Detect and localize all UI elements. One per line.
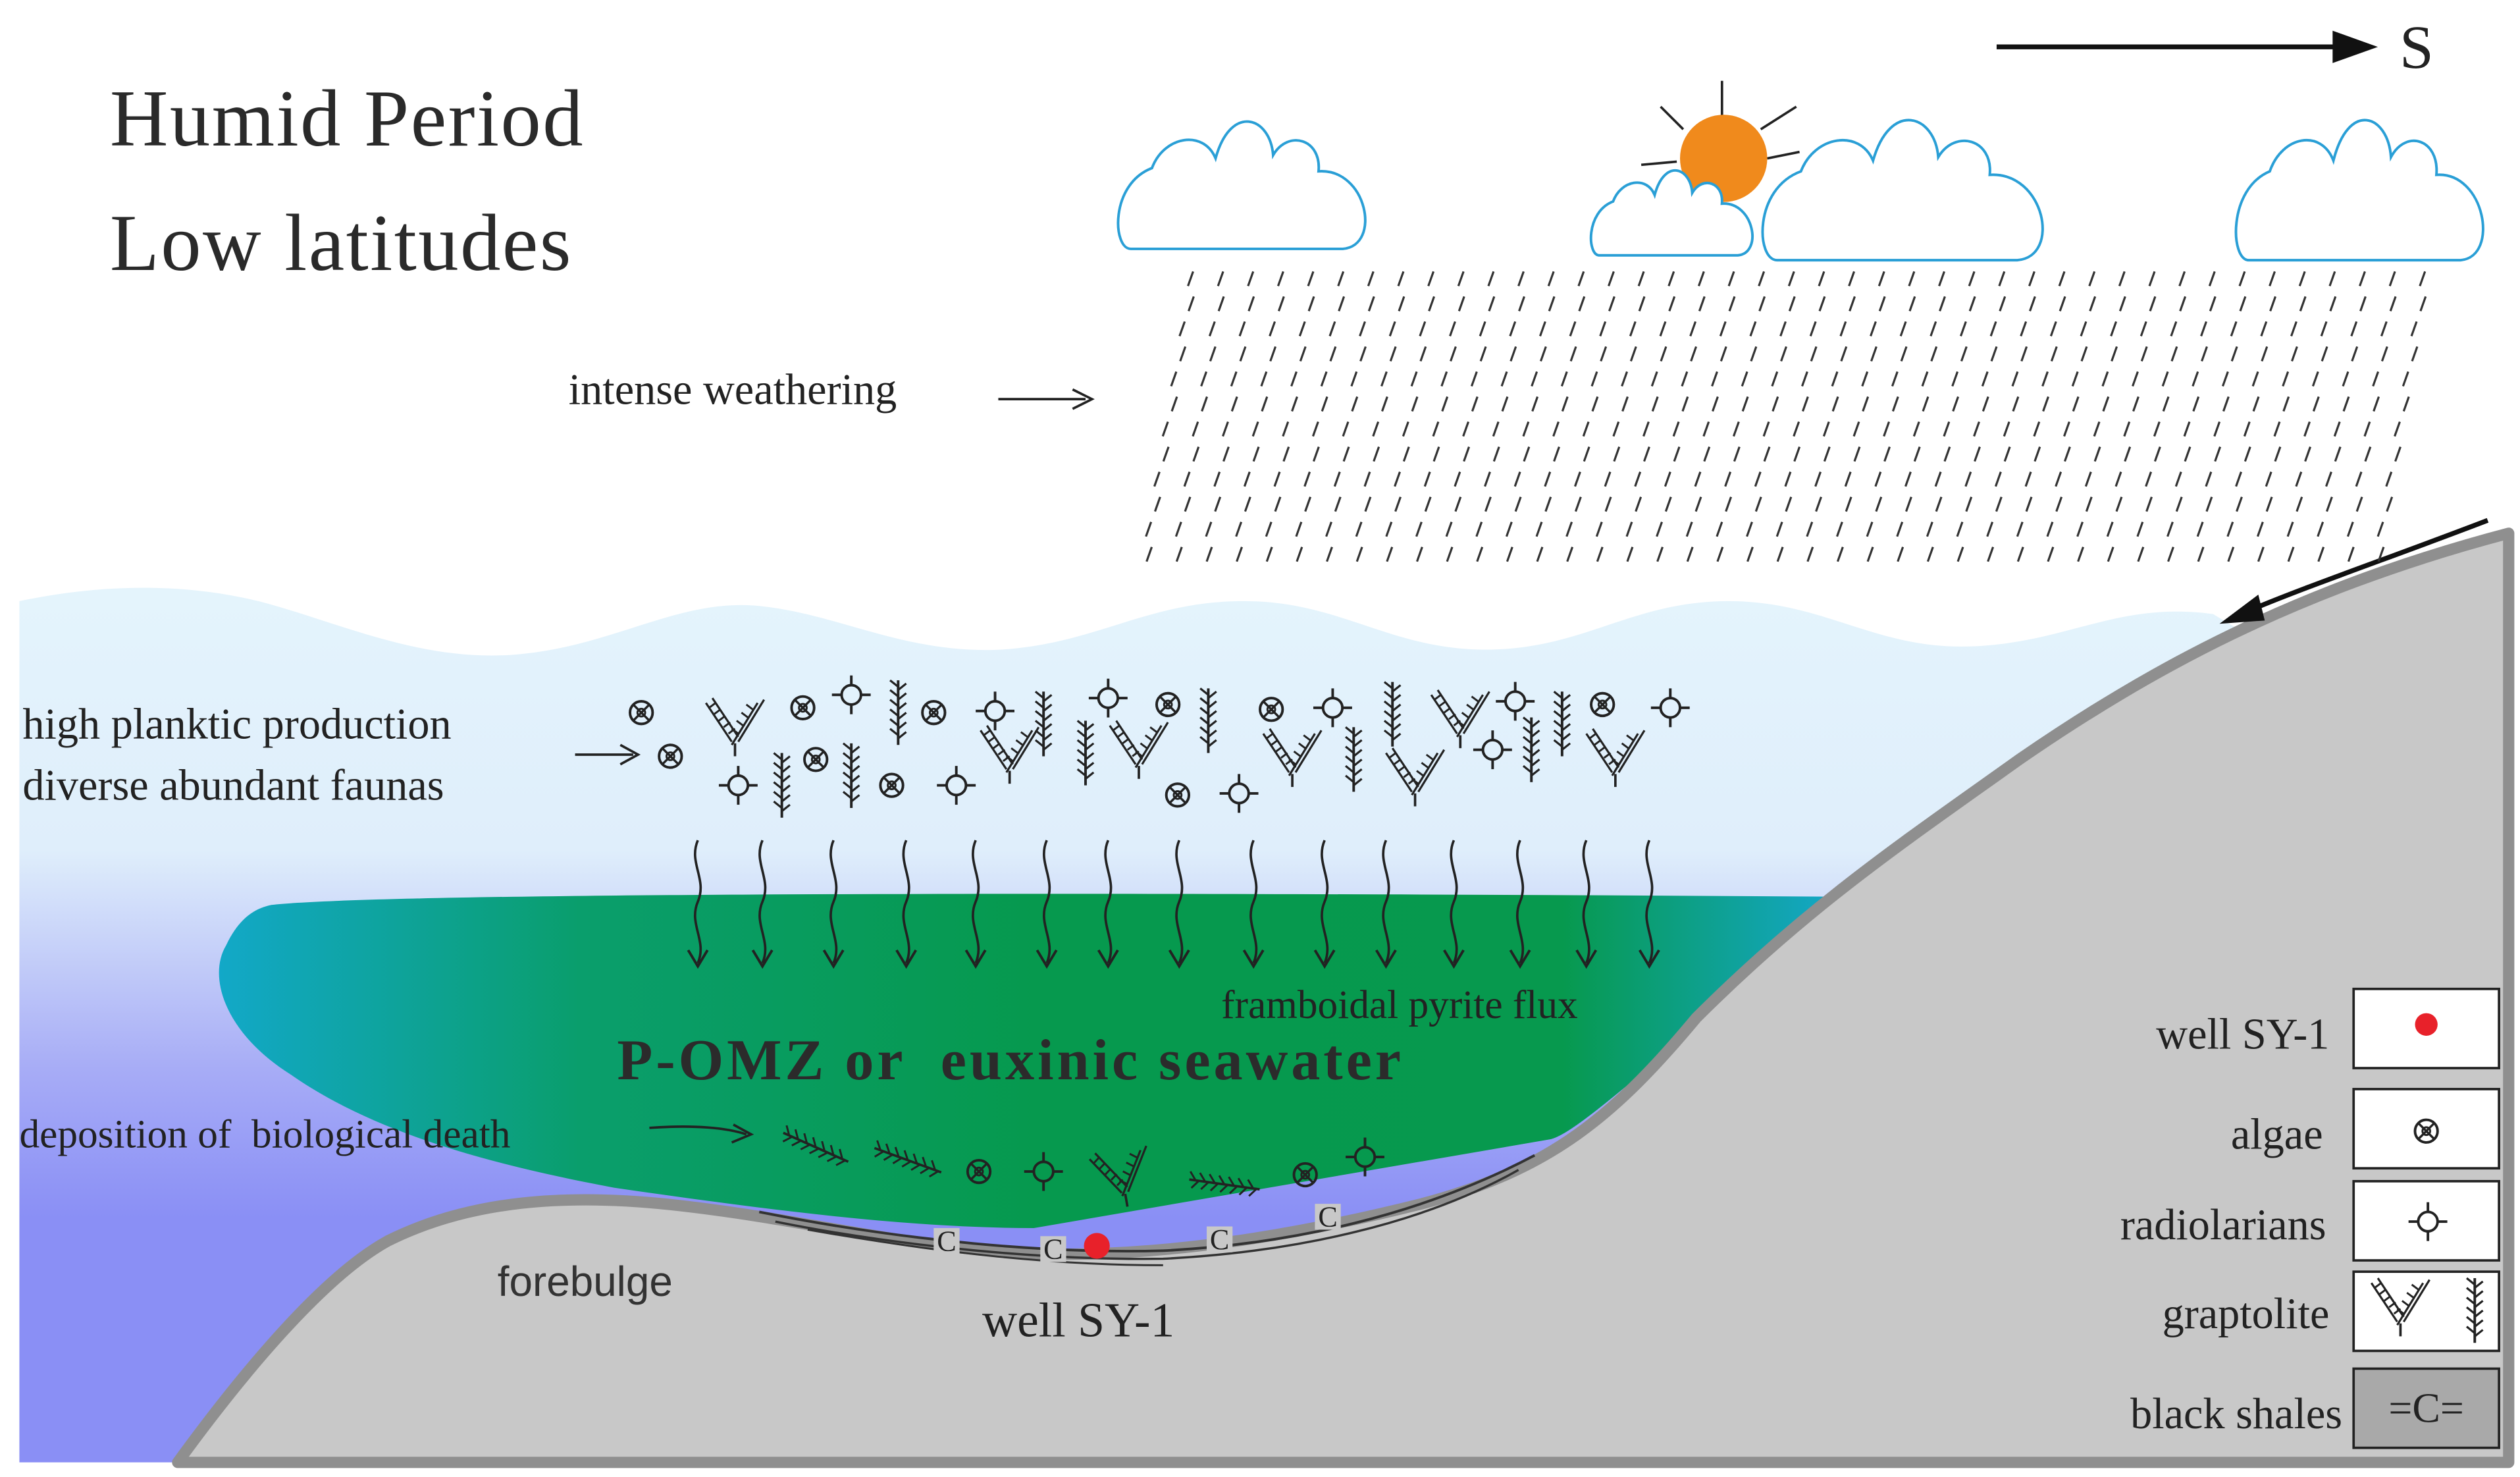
deposition-arrow [649, 1123, 754, 1144]
cloud-icon [1761, 119, 2044, 262]
compass-label: S [2400, 14, 2434, 82]
omz-water-body [219, 894, 1858, 1228]
pyrite-flux-label: framboidal pyrite flux [1221, 982, 1578, 1027]
deposition-label: deposition of biological death [19, 1112, 510, 1156]
black-shale-symbol: C [1318, 1201, 1337, 1233]
title-line-1: Humid Period [110, 74, 585, 163]
sun-icon [1641, 80, 1800, 202]
black-shale-symbol: C [1210, 1223, 1229, 1256]
weathering-label: intense weathering [569, 366, 897, 414]
south-arrow [1996, 30, 2378, 63]
legend-graptolite-label: graptolite [2163, 1290, 2330, 1338]
black-shale-symbol: C [937, 1225, 956, 1257]
legend-algae-box [2352, 1088, 2500, 1170]
well-marker[interactable] [1084, 1233, 1110, 1259]
title-line-2: Low latitudes [110, 198, 573, 288]
black-shale-symbol: C [1043, 1233, 1063, 1266]
production-label: high planktic production [22, 700, 451, 748]
production-arrow [575, 743, 641, 766]
rain-streaks [1145, 271, 2427, 562]
legend-black-shales-label: black shales [2130, 1390, 2342, 1438]
legend-algae-label: algae [2231, 1111, 2323, 1159]
clouds-front [1589, 169, 1754, 257]
legend-black-shales-box [2352, 1367, 2500, 1449]
cloud-icon [1589, 169, 1754, 257]
legend-black-shales-symbol: =C= [2388, 1384, 2464, 1431]
cloud-icon [2234, 119, 2484, 262]
weathering-arrow [998, 388, 1095, 410]
forebulge-label: forebulge [498, 1258, 673, 1305]
well-label: well SY-1 [982, 1293, 1174, 1347]
clouds [1116, 119, 2484, 262]
legend-radiolarians-box [2352, 1179, 2500, 1262]
legend: well SY-1 algae radiolarians graptolite … [2120, 987, 2500, 1449]
legend-radiolarians-label: radiolarians [2120, 1201, 2326, 1249]
omz-label: P-OMZ or euxinic seawater [617, 1028, 1404, 1092]
black-shale-layer [758, 1154, 1536, 1252]
cloud-icon [1116, 120, 1367, 250]
legend-well-dot [2415, 1013, 2438, 1036]
black-shale-symbols: C C C C [933, 1201, 1341, 1266]
runoff-arrow [2247, 518, 2489, 613]
faunas-label: diverse abundant faunas [22, 762, 444, 810]
legend-well-label: well SY-1 [2156, 1011, 2329, 1059]
